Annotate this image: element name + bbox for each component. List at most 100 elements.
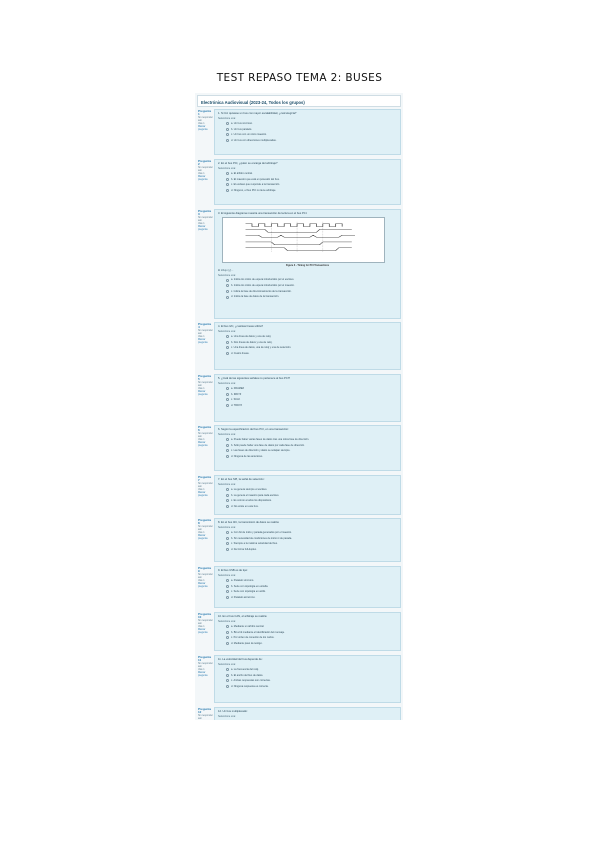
answer-option[interactable]: c. Una línea de datos, una de reloj y un… (218, 346, 397, 350)
answer-option[interactable]: a. Un bus síncrono. (218, 122, 397, 125)
answer-option[interactable]: d. Paralelo asíncrono. (218, 596, 397, 600)
answer-option[interactable]: a. Con bit de inicio y parada generados … (218, 531, 397, 534)
flag-question-link[interactable]: Marcar pregunta (198, 441, 208, 447)
radio-button[interactable] (226, 455, 229, 459)
answer-option[interactable]: c. Indica la fase de direccionamiento de… (218, 290, 397, 293)
answer-option[interactable]: b. Un bus paralelo. (218, 128, 397, 131)
radio-button[interactable] (226, 542, 229, 546)
radio-button[interactable] (226, 139, 229, 143)
answer-option[interactable]: b. Indica los ciclos de espera introduci… (218, 284, 397, 288)
radio-button[interactable] (226, 335, 229, 338)
radio-button[interactable] (226, 536, 229, 540)
flag-question-link[interactable]: Marcar pregunta (198, 390, 208, 396)
radio-button[interactable] (226, 590, 229, 594)
answer-option[interactable]: b. Sin necesidad de condiciones de inici… (218, 537, 397, 540)
answer-option[interactable]: a. Mediante un árbitro central. (218, 625, 397, 628)
radio-button[interactable] (226, 579, 229, 582)
answer-option[interactable]: a. Una línea de datos y una de reloj. (218, 335, 397, 338)
answer-option[interactable]: d. No existe en este bus. (218, 505, 397, 509)
answer-option[interactable]: c. Serie con topología en anillo. (218, 590, 397, 594)
answer-option[interactable]: d. Ninguno, el bus PCI no tiene arbitraj… (218, 189, 397, 193)
answer-option[interactable]: d. Mediante paso de testigo. (218, 642, 397, 646)
radio-button[interactable] (226, 668, 229, 671)
radio-button[interactable] (226, 189, 229, 193)
answer-option[interactable]: b. Sólo puede haber una fase de datos po… (218, 444, 397, 447)
radio-button[interactable] (226, 295, 229, 299)
radio-button[interactable] (226, 284, 229, 288)
radio-button[interactable] (226, 340, 229, 344)
answer-option[interactable]: d. Ninguna de las anteriores. (218, 455, 397, 459)
radio-button[interactable] (226, 673, 229, 677)
radio-button[interactable] (226, 584, 229, 588)
radio-button[interactable] (226, 443, 229, 447)
answer-option[interactable]: b. El maestro que está en posesión del b… (218, 178, 397, 181)
answer-option[interactable]: a. El árbitro central. (218, 172, 397, 175)
radio-button[interactable] (226, 499, 229, 503)
radio-button[interactable] (226, 685, 229, 689)
radio-button[interactable] (226, 488, 229, 491)
radio-button[interactable] (226, 177, 229, 181)
answer-option[interactable]: d. Un bus con direcciones multiplexadas. (218, 139, 397, 143)
answer-option[interactable]: b. Bit a bit mediante el identificador d… (218, 631, 397, 634)
radio-button[interactable] (226, 531, 229, 534)
flag-question-link[interactable]: Marcar pregunta (198, 225, 208, 231)
answer-option[interactable]: d. Indica la fase de datos de la transac… (218, 295, 397, 299)
answer-option[interactable]: c. Ambas respuestas son correctas. (218, 679, 397, 683)
radio-button[interactable] (226, 387, 229, 390)
radio-button[interactable] (226, 127, 229, 131)
answer-option[interactable]: a. FRAME# (218, 387, 397, 390)
answer-option[interactable]: c. Un bus con un único maestro. (218, 133, 397, 137)
answer-option[interactable]: d. Ninguna respuesta es correcta. (218, 685, 397, 689)
answer-option[interactable]: b. Serie con topología en estrella. (218, 585, 397, 588)
radio-button[interactable] (226, 392, 229, 396)
radio-button[interactable] (226, 346, 229, 350)
flag-question-link[interactable]: Marcar pregunta (198, 671, 208, 677)
radio-button[interactable] (226, 404, 229, 408)
radio-button[interactable] (226, 172, 229, 175)
radio-button[interactable] (226, 493, 229, 497)
radio-button[interactable] (226, 636, 229, 640)
question-content: 9. El bus USB es de tipo:Seleccione una:… (214, 566, 401, 608)
answer-option[interactable]: d. De forma full-duplex. (218, 548, 397, 552)
answer-option[interactable]: a. La frecuencia del reloj. (218, 668, 397, 671)
radio-button[interactable] (226, 183, 229, 187)
flag-question-link[interactable]: Marcar pregunta (198, 125, 208, 131)
radio-button[interactable] (226, 122, 229, 125)
answer-option[interactable]: a. Paralelo síncrono. (218, 579, 397, 582)
answer-option[interactable]: d. TRDY# (218, 404, 397, 408)
answer-option[interactable]: c. SCLK (218, 398, 397, 402)
radio-button[interactable] (226, 505, 229, 509)
flag-question-link[interactable]: Marcar pregunta (198, 582, 208, 588)
answer-option[interactable]: a. La genera siempre el esclavo. (218, 488, 397, 491)
flag-question-link[interactable]: Marcar pregunta (198, 338, 208, 344)
answer-option[interactable]: d. Cuatro líneas. (218, 352, 397, 356)
radio-button[interactable] (226, 630, 229, 634)
answer-option[interactable]: a. Puede haber varias fases de datos tra… (218, 438, 397, 441)
answer-option[interactable]: c. Las fases de dirección y datos se sol… (218, 449, 397, 453)
radio-button[interactable] (226, 679, 229, 683)
flag-question-link[interactable]: Marcar pregunta (198, 628, 208, 634)
radio-button[interactable] (226, 398, 229, 402)
answer-option[interactable]: b. Dos líneas de datos y una de reloj. (218, 341, 397, 344)
radio-button[interactable] (226, 625, 229, 628)
radio-button[interactable] (226, 278, 229, 282)
answer-option[interactable]: b. La genera el maestro para cada esclav… (218, 494, 397, 497)
answer-option[interactable]: c. Es común a todos los dispositivos. (218, 499, 397, 503)
answer-option[interactable]: c. Siempre a la máxima velocidad del bus… (218, 542, 397, 546)
answer-option[interactable]: b. El ancho del bus de datos. (218, 674, 397, 677)
radio-button[interactable] (226, 449, 229, 453)
radio-button[interactable] (226, 596, 229, 600)
answer-option[interactable]: a. Indica los ciclos de espera introduci… (218, 278, 397, 282)
radio-button[interactable] (226, 352, 229, 356)
flag-question-link[interactable]: Marcar pregunta (198, 534, 208, 540)
radio-button[interactable] (226, 438, 229, 441)
radio-button[interactable] (226, 133, 229, 137)
radio-button[interactable] (226, 548, 229, 552)
radio-button[interactable] (226, 642, 229, 646)
flag-question-link[interactable]: Marcar pregunta (198, 175, 208, 181)
answer-option[interactable]: c. El esclavo que responde a la transacc… (218, 183, 397, 187)
flag-question-link[interactable]: Marcar pregunta (198, 491, 208, 497)
answer-option[interactable]: b. IRDY# (218, 393, 397, 396)
answer-option[interactable]: c. Por orden de conexión de los nodos. (218, 636, 397, 640)
radio-button[interactable] (226, 289, 229, 293)
